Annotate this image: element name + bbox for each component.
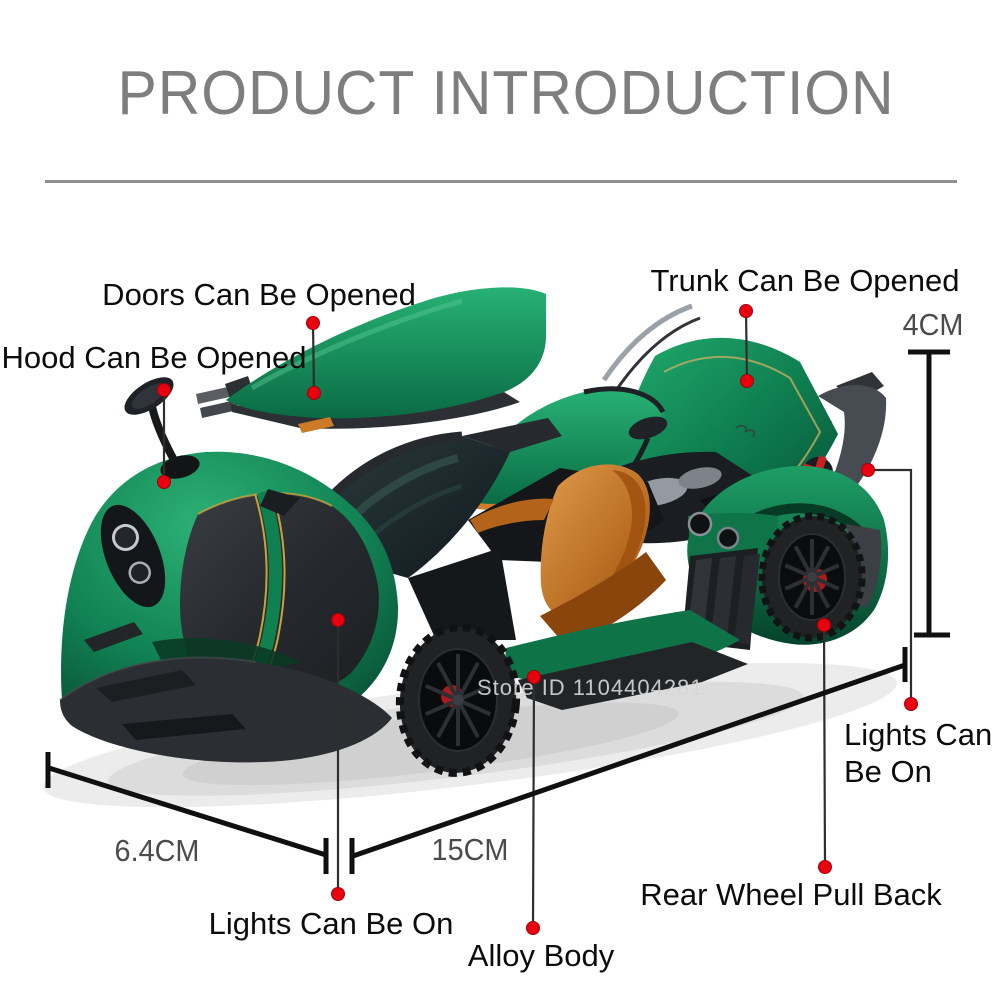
dimension-front-width-value: 6.4CM [114, 833, 200, 868]
callout-dot [526, 921, 540, 935]
callout-line-doors [311, 322, 316, 394]
far-side-mirror [628, 416, 668, 440]
callout-line-alloy-body [531, 676, 536, 929]
dimension-height-value: 4CM [902, 307, 964, 342]
exhaust-tip [716, 526, 740, 550]
label-trunk: Trunk Can Be Opened [650, 263, 960, 298]
callout-dot [740, 374, 754, 388]
callout-line-rear-wheel [822, 624, 827, 867]
label-hood: Hood Can Be Opened [1, 340, 307, 375]
callout-dot [861, 463, 875, 477]
callout-dot [818, 860, 832, 874]
label-lights-rear: Lights Can Be On [844, 716, 992, 790]
page-title: PRODUCT INTRODUCTION [117, 59, 895, 128]
front-wheel [395, 623, 521, 777]
dimension-height-lines [908, 349, 950, 638]
callout-dot [157, 475, 171, 489]
dimension-length-value: 15CM [431, 832, 509, 867]
front-clamshell [59, 377, 399, 763]
label-alloy-body: Alloy Body [467, 938, 615, 973]
label-lights-rear-line1: Lights Can [844, 717, 993, 752]
exhaust-tip [687, 511, 713, 537]
label-lights-rear-line2: Be On [844, 754, 932, 789]
headlight-left [100, 504, 166, 608]
callout-dot [527, 670, 541, 684]
callout-dot [306, 316, 320, 330]
callout-line-trunk [744, 311, 749, 382]
label-doors: Doors Can Be Opened [102, 277, 416, 312]
callout-dot [904, 697, 918, 711]
near-door-open [196, 287, 546, 433]
label-lights-front: Lights Can Be On [208, 906, 454, 941]
title-divider [45, 180, 957, 183]
callout-dot [331, 887, 345, 901]
callout-dot [739, 304, 753, 318]
callout-dot [157, 383, 171, 397]
store-watermark: Store ID 1104404281 [477, 675, 704, 700]
dimension-length-lines [349, 647, 908, 874]
side-sill [505, 610, 748, 710]
callout-dot [817, 618, 831, 632]
label-rear-wheel: Rear Wheel Pull Back [640, 877, 942, 912]
callout-line-lights-rear [868, 468, 913, 704]
callout-dot [331, 613, 345, 627]
callout-dot [307, 386, 321, 400]
interior [468, 464, 666, 646]
dimension-front-width-lines [45, 752, 329, 874]
rear-wheel [758, 512, 866, 642]
